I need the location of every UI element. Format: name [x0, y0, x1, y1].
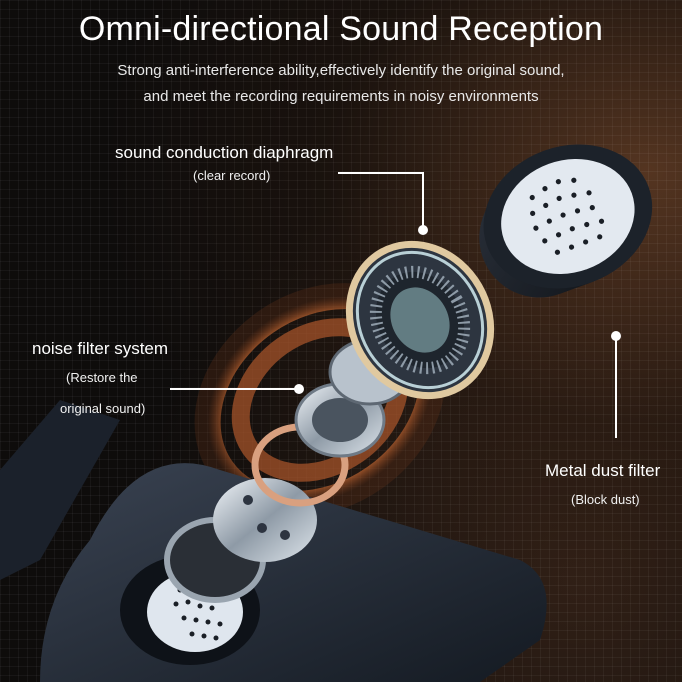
diaphragm — [345, 240, 495, 400]
dust-filter-leader — [615, 336, 617, 438]
noise-filter-marker-dot — [294, 384, 304, 394]
noise-filter-note-2: original sound) — [60, 401, 146, 416]
page-title: Omni-directional Sound Reception — [78, 10, 604, 48]
diaphragm-label: sound conduction diaphragm — [115, 143, 334, 162]
noise-filter-note-1: (Restore the — [66, 370, 138, 385]
noise-filter-leader — [170, 388, 298, 390]
noise-filter-label: noise filter system — [32, 339, 169, 358]
diaphragm-note: (clear record) — [193, 168, 271, 183]
dust-filter-label: Metal dust filter — [545, 461, 661, 480]
dust-filter-cap — [479, 144, 653, 298]
diaphragm-marker-dot — [418, 225, 428, 235]
device-body — [0, 400, 547, 682]
diaphragm-leader-v — [422, 172, 424, 228]
dust-filter-note: (Block dust) — [571, 492, 640, 507]
filter-stack — [164, 338, 412, 603]
diaphragm-leader-h — [338, 172, 424, 174]
subtitle-line-1: Strong anti-interference ability,effecti… — [117, 62, 565, 79]
subtitle-line-2: and meet the recording requirements in n… — [143, 88, 539, 105]
